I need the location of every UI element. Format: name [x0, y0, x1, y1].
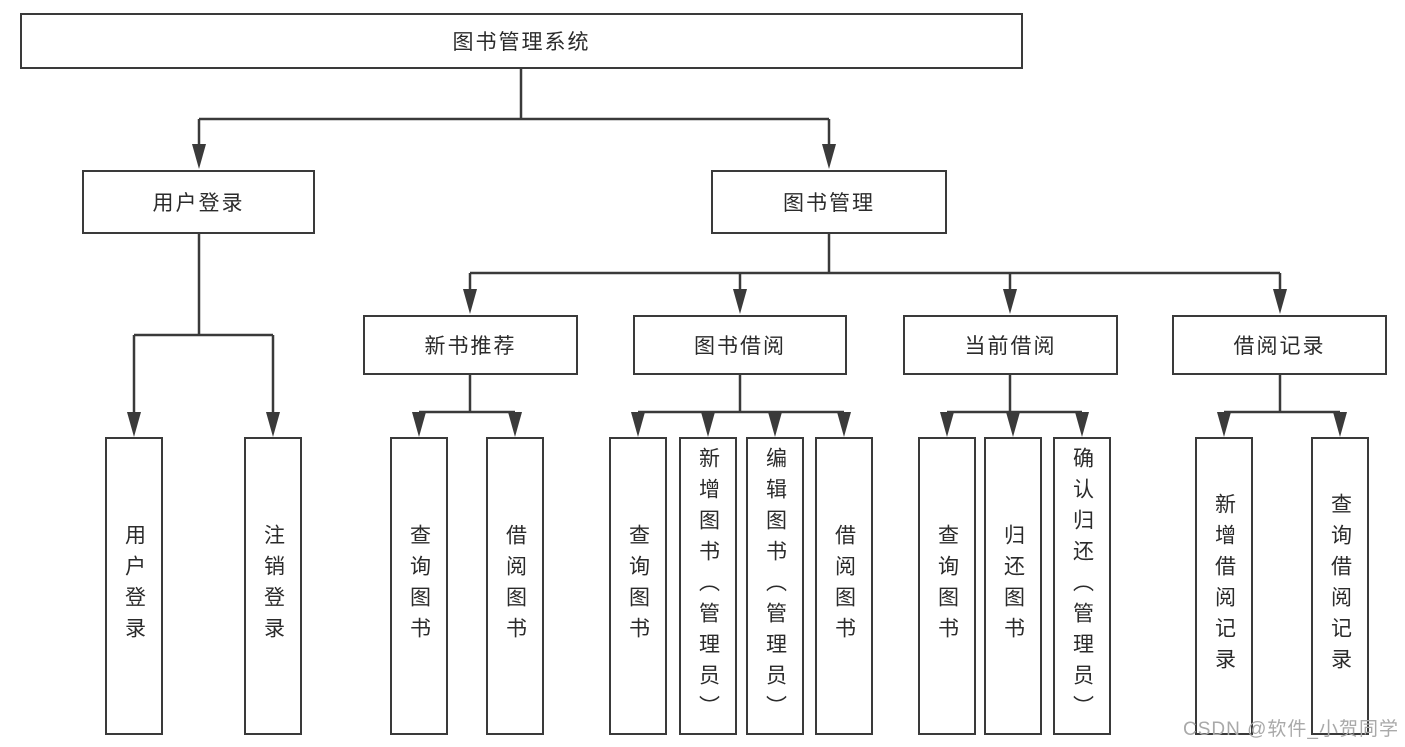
- leaf-return-book: 归还图书: [984, 437, 1042, 735]
- leaf-borrow-books-label: 借阅图书: [832, 524, 856, 648]
- leaf-query-borrow-record: 查询借阅记录: [1311, 437, 1369, 735]
- leaf-add-book-admin: 新增图书（管理员）: [679, 437, 737, 735]
- leaf-edit-book-admin-label: 编辑图书（管理员）: [763, 446, 787, 726]
- leaf-query-books-borrow-label: 查询图书: [626, 524, 650, 648]
- leaf-query-books-borrow: 查询图书: [609, 437, 667, 735]
- leaf-user-login-label: 用户登录: [122, 524, 146, 648]
- leaf-confirm-return-admin-label: 确认归还（管理员）: [1070, 446, 1094, 726]
- leaf-borrow-books-recommend: 借阅图书: [486, 437, 544, 735]
- leaf-query-borrow-record-label: 查询借阅记录: [1328, 493, 1352, 679]
- leaf-confirm-return-admin: 确认归还（管理员）: [1053, 437, 1111, 735]
- leaf-return-book-label: 归还图书: [1001, 524, 1025, 648]
- leaf-query-books-recommend: 查询图书: [390, 437, 448, 735]
- node-book-management: 图书管理: [711, 170, 947, 234]
- arrowhead-icons: [127, 144, 1347, 437]
- node-borrow-records: 借阅记录: [1172, 315, 1387, 375]
- leaf-logout-label: 注销登录: [261, 524, 285, 648]
- node-library-management-system: 图书管理系统: [20, 13, 1023, 69]
- leaf-add-borrow-record-label: 新增借阅记录: [1212, 493, 1236, 679]
- node-current-borrow: 当前借阅: [903, 315, 1118, 375]
- leaf-borrow-books: 借阅图书: [815, 437, 873, 735]
- leaf-add-book-admin-label: 新增图书（管理员）: [696, 446, 720, 726]
- leaf-borrow-books-recommend-label: 借阅图书: [503, 524, 527, 648]
- node-user-login: 用户登录: [82, 170, 315, 234]
- leaf-user-login: 用户登录: [105, 437, 163, 735]
- leaf-query-books-current: 查询图书: [918, 437, 976, 735]
- node-new-book-recommend: 新书推荐: [363, 315, 578, 375]
- leaf-query-books-current-label: 查询图书: [935, 524, 959, 648]
- csdn-watermark: CSDN @软件_小贺同学: [1183, 719, 1399, 740]
- node-book-borrow: 图书借阅: [633, 315, 847, 375]
- leaf-edit-book-admin: 编辑图书（管理员）: [746, 437, 804, 735]
- leaf-query-books-recommend-label: 查询图书: [407, 524, 431, 648]
- leaf-add-borrow-record: 新增借阅记录: [1195, 437, 1253, 735]
- leaf-logout: 注销登录: [244, 437, 302, 735]
